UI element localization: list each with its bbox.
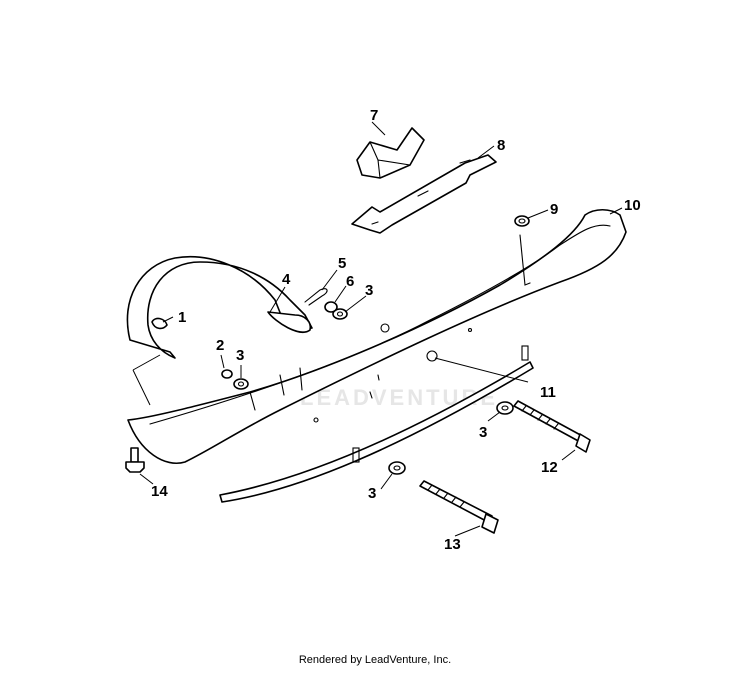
washer-d xyxy=(388,461,406,475)
ski-handle-part xyxy=(126,256,313,359)
callout-3b: 3 xyxy=(365,282,373,299)
washer-a xyxy=(233,378,249,390)
callout-12: 12 xyxy=(541,459,558,476)
leader-lines xyxy=(132,121,623,537)
washer-c xyxy=(496,401,514,415)
mounting-plate-part xyxy=(351,154,497,234)
callout-7: 7 xyxy=(370,107,378,124)
callout-8: 8 xyxy=(497,137,505,154)
nut-part xyxy=(514,215,530,227)
callout-3a: 3 xyxy=(236,347,244,364)
bolt-12-part xyxy=(513,400,591,453)
callout-5: 5 xyxy=(338,255,346,272)
callout-6: 6 xyxy=(346,273,354,290)
callout-1: 1 xyxy=(178,309,186,326)
washer-b xyxy=(332,308,348,320)
callout-14: 14 xyxy=(151,483,168,500)
callout-11: 11 xyxy=(540,384,556,401)
cotter-pin xyxy=(304,288,328,306)
ski-body-part xyxy=(127,208,627,464)
callout-2: 2 xyxy=(216,337,224,354)
lock-nut xyxy=(324,301,338,313)
callout-3c: 3 xyxy=(479,424,487,441)
screw-14-part xyxy=(125,447,145,473)
callout-4: 4 xyxy=(282,271,291,288)
callout-3d: 3 xyxy=(368,485,376,502)
footer-credit: Rendered by LeadVenture, Inc. xyxy=(298,654,452,666)
callout-13: 13 xyxy=(444,536,461,553)
callout-9: 9 xyxy=(550,201,558,218)
nut-small xyxy=(221,369,233,379)
ski-bumper-part xyxy=(356,127,425,179)
wear-bar-part xyxy=(219,345,534,503)
callout-10: 10 xyxy=(624,197,641,214)
bolt-13-part xyxy=(419,480,499,534)
